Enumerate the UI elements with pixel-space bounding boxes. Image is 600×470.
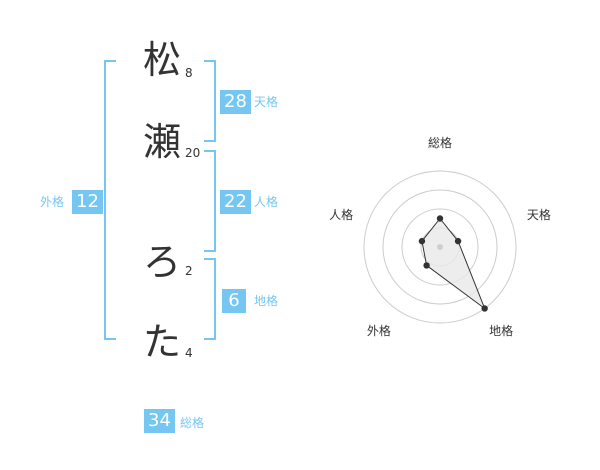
radar-point-3 <box>481 305 488 312</box>
gaikaku-bracket <box>104 60 116 340</box>
jinkaku-bracket <box>204 150 216 252</box>
radar-ring-4 <box>363 170 517 324</box>
radar-rings <box>363 170 517 324</box>
name-char-4: た <box>142 320 181 364</box>
name-char-1: 松 <box>142 38 181 82</box>
jinkaku-badge: 22 <box>220 190 251 214</box>
radar-shape <box>418 215 488 312</box>
gaikaku-label: 外格 <box>40 195 65 209</box>
radar-ring-3 <box>382 189 498 305</box>
radar-axis-label-2: 天格 <box>527 207 551 222</box>
soukaku-badge: 34 <box>144 409 175 433</box>
tenkaku-badge: 28 <box>220 90 251 114</box>
radar-point-1 <box>436 215 444 222</box>
chikaku-label: 地格 <box>254 294 279 308</box>
stroke-count-1: 8 <box>185 66 193 80</box>
radar-ring-2 <box>401 208 479 286</box>
name-char-3: ろ <box>142 240 181 284</box>
gaikaku-badge: 12 <box>72 190 103 214</box>
jinkaku-label: 人格 <box>254 195 279 209</box>
radar-polygon <box>421 217 486 310</box>
chikaku-bracket <box>204 258 216 340</box>
stroke-count-4: 4 <box>185 346 193 360</box>
radar-point-5 <box>418 237 426 245</box>
radar-axis-label-1: 総格 <box>428 135 452 150</box>
stroke-count-3: 2 <box>185 264 193 278</box>
radar-point-4 <box>423 262 430 269</box>
soukaku-label: 総格 <box>180 416 205 430</box>
tenkaku-bracket <box>204 60 216 142</box>
radar-point-2 <box>454 237 462 245</box>
chikaku-badge: 6 <box>222 289 246 313</box>
tenkaku-label: 天格 <box>254 95 279 109</box>
radar-axis-label-4: 外格 <box>367 323 391 338</box>
name-char-2: 瀬 <box>142 120 181 164</box>
radar-axis-label-5: 人格 <box>329 207 353 222</box>
radar-axis-label-3: 地格 <box>489 323 513 338</box>
stroke-count-2: 20 <box>185 146 201 160</box>
radar-center-dot <box>437 244 443 250</box>
